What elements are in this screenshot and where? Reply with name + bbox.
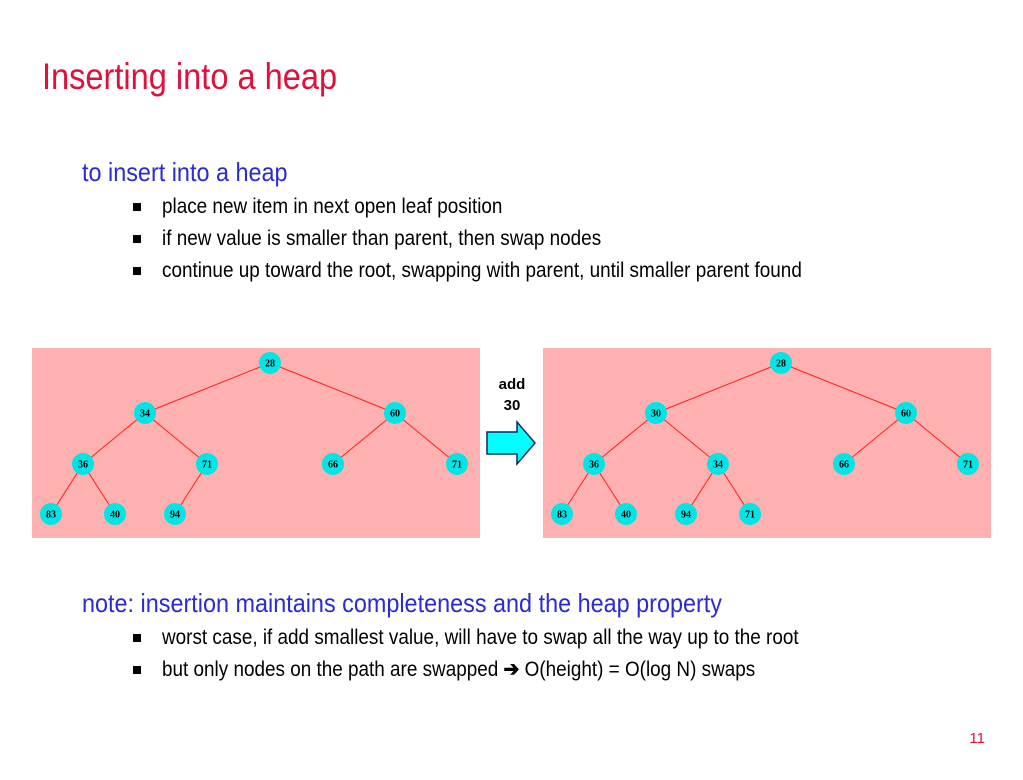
heap-after-panel: 28 30 60 36 34 66 71 83 40 94 71 — [543, 348, 991, 538]
tree-node — [957, 453, 979, 475]
tree-node-label: 60 — [390, 409, 400, 420]
tree-node-label: 30 — [651, 409, 661, 420]
bullet-marker — [133, 634, 141, 642]
bullet-text: worst case, if add smallest value, will … — [162, 626, 799, 649]
heap-after-tree: 28 30 60 36 34 66 71 83 40 94 71 — [551, 352, 979, 525]
bullet-text: place new item in next open leaf positio… — [162, 195, 503, 218]
right-arrow-icon — [486, 420, 536, 466]
tree-node — [645, 402, 667, 424]
bullet-text-part: O(height) = O(log N) swaps — [524, 658, 756, 681]
tree-edge — [655, 412, 719, 465]
tree-node-label: 28 — [265, 359, 275, 370]
section-heading-insert: to insert into a heap — [82, 157, 288, 187]
tree-node-label: 71 — [452, 460, 462, 471]
tree-node-label: 83 — [557, 510, 567, 521]
heap-before-panel: 28 34 60 36 71 66 71 83 40 94 — [32, 348, 480, 538]
tree-node-label: 28 — [776, 359, 786, 370]
tree-node — [551, 503, 573, 525]
tree-edge — [843, 412, 907, 465]
tree-node-label: 60 — [901, 409, 911, 420]
tree-node-label: 34 — [713, 460, 723, 471]
tree-node-label: 66 — [839, 460, 849, 471]
bullet-text: but only nodes on the path are swapped ➔… — [162, 654, 755, 686]
tree-node — [675, 503, 697, 525]
tree-node — [833, 453, 855, 475]
tree-edge — [144, 362, 271, 414]
tree-node-label: 34 — [140, 409, 150, 420]
tree-edge — [144, 412, 208, 465]
bullet-marker — [133, 267, 141, 275]
heap-before-tree: 28 34 60 36 71 66 71 83 40 94 — [40, 352, 468, 525]
bullet-marker — [133, 235, 141, 243]
operation-verb: add — [498, 376, 526, 393]
tree-node — [134, 402, 156, 424]
bullet-marker — [133, 666, 141, 674]
operation-value: 30 — [503, 397, 521, 414]
implies-arrow-icon: ➔ — [503, 658, 520, 681]
tree-node-label: 66 — [328, 460, 338, 471]
tree-node-label: 40 — [621, 510, 631, 521]
tree-node — [770, 352, 792, 374]
tree-node-label: 36 — [589, 460, 599, 471]
tree-node — [707, 453, 729, 475]
section-heading-note: note: insertion maintains completeness a… — [82, 588, 722, 618]
tree-edge — [394, 412, 458, 465]
tree-node — [259, 352, 281, 374]
tree-edge — [593, 412, 657, 465]
operation-label: add 30 — [489, 374, 535, 416]
tree-node-label: 40 — [110, 510, 120, 521]
tree-node — [739, 503, 761, 525]
slide-title: Inserting into a heap — [42, 56, 338, 97]
tree-node-label: 71 — [963, 460, 973, 471]
bullet-text: continue up toward the root, swapping wi… — [162, 259, 802, 282]
tree-node — [446, 453, 468, 475]
tree-node-label: 94 — [681, 510, 691, 521]
tree-node — [615, 503, 637, 525]
tree-edge — [269, 362, 396, 414]
tree-node — [895, 402, 917, 424]
tree-node — [384, 402, 406, 424]
tree-edge — [82, 412, 146, 465]
bullet-text: if new value is smaller than parent, the… — [162, 227, 602, 250]
tree-node-label: 83 — [46, 510, 56, 521]
bullet-text-part: but only nodes on the path are swapped — [162, 658, 499, 681]
tree-edge — [332, 412, 396, 465]
tree-node — [40, 503, 62, 525]
tree-node-label: 36 — [78, 460, 88, 471]
tree-edge — [905, 412, 969, 465]
tree-edge — [780, 362, 907, 414]
tree-node — [322, 453, 344, 475]
tree-edge — [655, 362, 782, 414]
bullet-marker — [133, 203, 141, 211]
tree-node — [164, 503, 186, 525]
tree-node — [583, 453, 605, 475]
tree-node — [104, 503, 126, 525]
tree-node-label: 71 — [202, 460, 212, 471]
page-number: 11 — [969, 730, 985, 747]
tree-node-label: 94 — [170, 510, 180, 521]
tree-node — [196, 453, 218, 475]
tree-node-label: 71 — [745, 510, 755, 521]
tree-node — [72, 453, 94, 475]
